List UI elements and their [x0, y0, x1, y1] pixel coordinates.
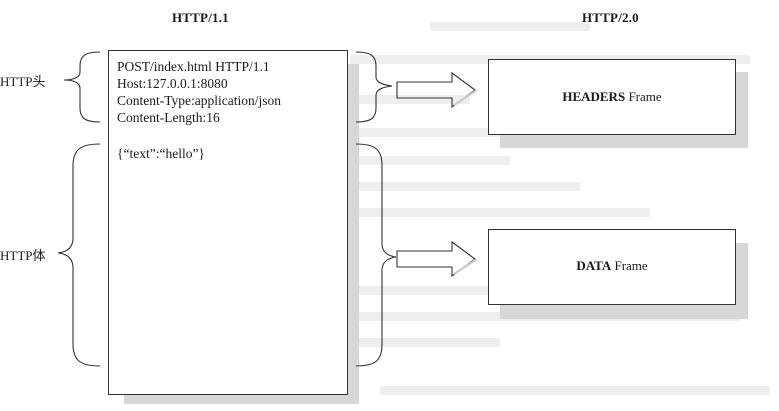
data-arrow — [396, 240, 476, 278]
background-texture — [430, 22, 590, 31]
data-frame-suffix: Frame — [611, 258, 648, 273]
http11-heading: HTTP/1.1 — [172, 10, 229, 25]
data-frame-box — [488, 229, 736, 305]
http-header-label: HTTP头 — [0, 74, 46, 89]
content-length-header-line: Content-Length:16 — [117, 110, 220, 125]
background-texture — [350, 286, 550, 295]
http-body-label: HTTP体 — [0, 248, 46, 263]
request-body-line: {“text”:“hello”} — [117, 146, 205, 161]
data-frame-name: DATA — [576, 258, 612, 273]
background-texture — [350, 208, 650, 217]
http2-heading: HTTP/2.0 — [582, 10, 639, 25]
body-right-brace — [355, 143, 397, 367]
background-texture — [350, 156, 510, 165]
content-type-header-line: Content-Type:application/json — [117, 93, 282, 108]
headers-frame-name: HEADERS — [562, 89, 626, 104]
headers-frame-suffix: Frame — [625, 89, 662, 104]
header-right-brace — [355, 51, 393, 123]
data-arrow-shadow — [453, 258, 478, 275]
background-texture — [350, 182, 580, 191]
background-texture — [350, 128, 550, 137]
host-header-line: Host:127.0.0.1:8080 — [117, 76, 228, 91]
headers-frame-label: HEADERS Frame — [488, 89, 736, 105]
background-texture — [350, 338, 500, 347]
request-line: POST/index.html HTTP/1.1 — [117, 59, 270, 74]
headers-arrow — [396, 71, 476, 109]
background-texture — [350, 95, 470, 104]
body-left-brace — [57, 143, 101, 367]
headers-frame-box — [488, 59, 736, 135]
header-left-brace — [63, 51, 101, 123]
background-texture — [380, 386, 770, 395]
data-frame-label: DATA Frame — [488, 258, 736, 274]
http11-request-box — [108, 50, 348, 395]
headers-arrow-shadow — [453, 89, 478, 106]
